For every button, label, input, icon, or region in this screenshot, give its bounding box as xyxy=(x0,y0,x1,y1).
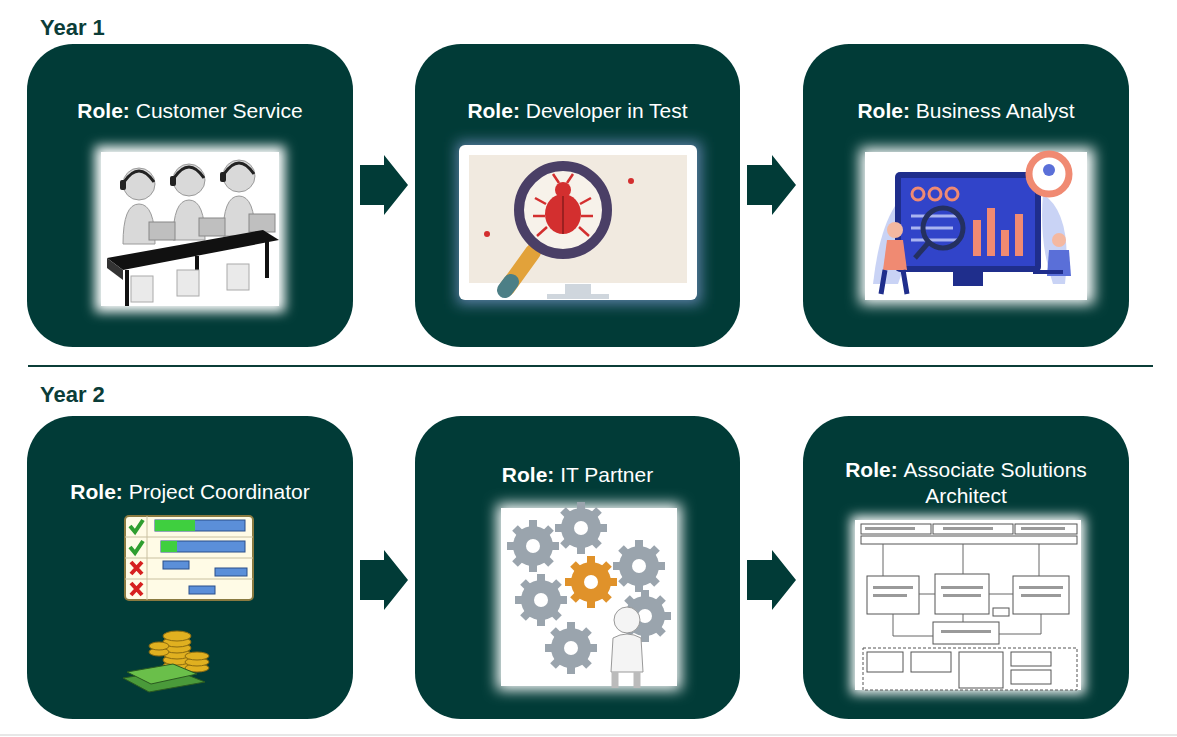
role-box: Role: Associate Solutions Architect xyxy=(803,416,1129,719)
year-divider xyxy=(28,365,1153,367)
role-title: Role: Business Analyst xyxy=(815,98,1117,124)
role-title: Role: Associate Solutions Architect xyxy=(815,457,1117,509)
customer-service-illustration xyxy=(27,44,353,347)
role-title: Role: Developer in Test xyxy=(427,98,728,124)
analytics-illustration xyxy=(803,44,1129,347)
role-name: IT Partner xyxy=(560,463,653,486)
year-label: Year 2 xyxy=(40,382,105,408)
gears-illustration xyxy=(415,416,740,719)
role-key: Role: xyxy=(857,99,910,122)
role-key: Role: xyxy=(845,458,898,481)
role-title: Role: Customer Service xyxy=(39,98,341,124)
role-key: Role: xyxy=(70,480,123,503)
year-label: Year 1 xyxy=(40,15,105,41)
role-box: Role: Project Coordinator xyxy=(27,416,353,719)
role-name: Developer in Test xyxy=(526,99,688,122)
role-box: Role: Developer in Test xyxy=(415,44,740,347)
project-plan-illustration xyxy=(27,416,353,719)
block-arrow xyxy=(360,155,408,215)
role-key: Role: xyxy=(467,99,520,122)
role-box: Role: Business Analyst xyxy=(803,44,1129,347)
bottom-rule xyxy=(0,735,1177,736)
block-arrow xyxy=(360,550,408,610)
role-name: Project Coordinator xyxy=(129,480,310,503)
role-key: Role: xyxy=(77,99,130,122)
block-arrow xyxy=(747,155,796,215)
role-title: Role:IT Partner xyxy=(427,462,728,488)
role-box: Role: Customer Service xyxy=(27,44,353,347)
block-arrow xyxy=(747,550,796,610)
role-name: Associate Solutions Architect xyxy=(904,458,1087,507)
role-key: Role: xyxy=(502,463,555,486)
bug-testing-illustration xyxy=(415,44,740,347)
role-box: Role:IT Partner xyxy=(415,416,740,719)
role-title: Role: Project Coordinator xyxy=(39,479,341,505)
role-name: Business Analyst xyxy=(916,99,1075,122)
role-name: Customer Service xyxy=(136,99,303,122)
